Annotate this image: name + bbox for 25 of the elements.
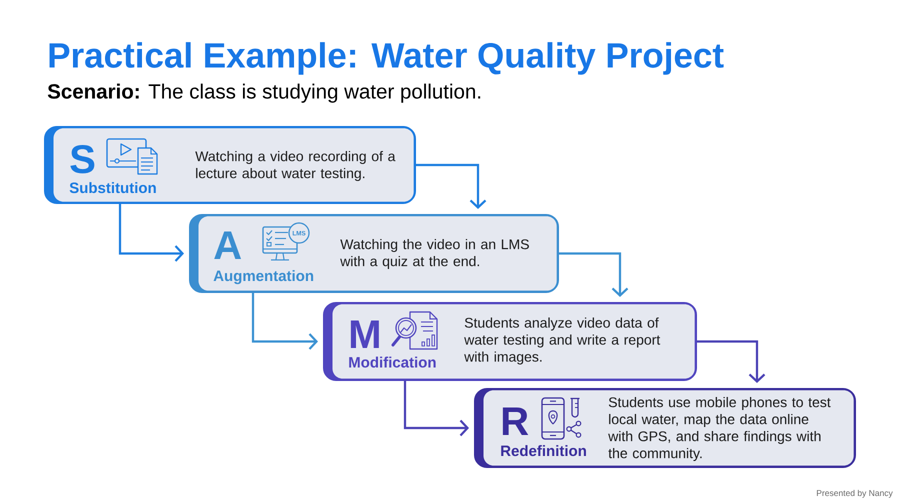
stage-name: Redefinition <box>501 445 586 456</box>
stage-letter: A <box>214 231 242 259</box>
stage-name: Augmentation <box>214 270 314 284</box>
title: Practical Example: Water Quality Project <box>50 42 724 75</box>
arrow <box>697 340 766 383</box>
stage-name: Substitution <box>70 182 156 194</box>
description: Watching the video in an LMS with a quiz at the end. <box>340 238 529 269</box>
stage-letter: R <box>502 407 528 435</box>
arrow <box>559 252 628 297</box>
description: Watching a video recording of a lecture about water testing. <box>195 150 396 181</box>
stage-box <box>323 302 697 381</box>
arrow <box>404 380 469 436</box>
arrow <box>416 164 486 209</box>
stage-letter: M <box>350 320 379 348</box>
stage-box <box>189 214 559 293</box>
stage-name: Modification <box>349 356 436 368</box>
arrow <box>118 204 184 262</box>
subtitle: Scenario: The class is studying water pollution. <box>48 84 480 103</box>
footer-note: Presented by Nancy <box>816 490 893 498</box>
description: Students analyze video data of water testing and write a report with images. <box>464 317 660 364</box>
arrow <box>252 293 318 350</box>
stage-box <box>44 126 416 204</box>
description: Students use mobile phones to test local water, map the data online with GPS, and share findings with the community. <box>608 396 831 461</box>
stage-box <box>474 388 856 468</box>
stage-letter: S <box>70 145 94 174</box>
